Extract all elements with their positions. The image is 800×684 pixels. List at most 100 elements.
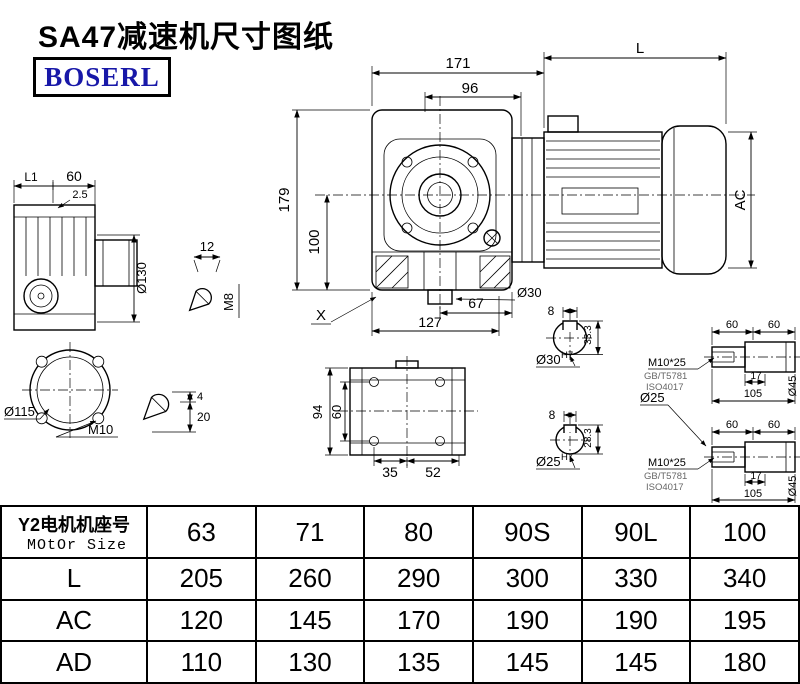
- col-header-71: 71: [254, 505, 366, 559]
- dim-105-label: 105: [744, 388, 762, 400]
- technical-drawing: 171 L 96 179 100 AC Ø30 67 127 X: [4, 40, 800, 503]
- cell-AD-100: 180: [689, 640, 800, 684]
- shaft-large-step: [744, 341, 796, 373]
- label-X: X: [316, 307, 326, 324]
- label-bore-30: Ø30: [536, 352, 561, 367]
- label-bore-25: Ø25: [536, 454, 561, 469]
- cell-AD-63: 110: [146, 640, 257, 684]
- table-row-AD: AD 110 130 135 145 145 180: [0, 640, 800, 684]
- cell-AD-90L: 145: [580, 640, 692, 684]
- plug-shape: [188, 288, 212, 312]
- cell-AC-100: 195: [689, 598, 800, 643]
- dim-17-label: 17: [750, 371, 762, 382]
- row-label-L: L: [0, 557, 148, 601]
- shaft-end-upper: 60 60 17 105 M10*25 GB/T5781 ISO4017 Ø45: [644, 319, 800, 404]
- dim-100-label: 100: [306, 229, 323, 254]
- shaft-section-d30: 8 33.3 Ø30 H7: [536, 304, 603, 368]
- dim-20-label: 20: [197, 410, 211, 424]
- dim-67-label: 67: [468, 295, 484, 311]
- dim-L-label: L: [636, 40, 644, 57]
- col-header-90S: 90S: [471, 505, 583, 559]
- dim-127-label: 127: [418, 314, 442, 330]
- plug-detail-upper: 12 M8: [188, 239, 240, 318]
- row-label-AD: AD: [0, 640, 148, 684]
- shaft-end-lower: 60 60 17 105 M10*25 GB/T5781 ISO4017 Ø45: [644, 419, 800, 503]
- col-header-80: 80: [363, 505, 474, 559]
- dim-35-label: 35: [382, 464, 398, 480]
- bottom-view: 94 60 35 52: [310, 356, 478, 480]
- cell-AC-80: 170: [363, 598, 474, 643]
- dim-105-label: 105: [744, 488, 762, 500]
- plug-shape: [142, 393, 170, 421]
- dim-171-label: 171: [445, 55, 470, 72]
- page-title: SA47减速机尺寸图纸: [38, 21, 335, 54]
- col-header-90L: 90L: [580, 505, 692, 559]
- cell-AC-63: 120: [146, 598, 257, 643]
- dim-8-label: 8: [549, 408, 556, 422]
- dim-60-side-label: 60: [66, 168, 82, 184]
- table-row-AC: AC 120 145 170 190 190 195: [0, 598, 800, 643]
- cell-AD-71: 130: [254, 640, 366, 684]
- label-d45: Ø45: [787, 376, 799, 397]
- motor-flange: [511, 137, 545, 263]
- cell-L-71: 260: [254, 557, 366, 601]
- label-iso-standard: ISO4017: [646, 482, 684, 493]
- cell-L-100: 340: [689, 557, 800, 601]
- dim-60-bottom-label: 60: [329, 405, 344, 419]
- header-motor-size: Y2电机机座号 MOtOr Size: [0, 505, 148, 559]
- cell-AD-80: 135: [363, 640, 474, 684]
- header-en-label: MOtOr Size: [26, 536, 127, 554]
- dim-d130-label: Ø130: [134, 262, 149, 294]
- table-header-row: Y2电机机座号 MOtOr Size 63 71 80 90S 90L 100: [0, 505, 800, 559]
- label-tol-25: H7: [561, 452, 573, 463]
- dim-60b-label: 60: [768, 419, 780, 431]
- cell-L-63: 205: [146, 557, 257, 601]
- plug-detail-lower: 4 20: [142, 391, 211, 433]
- flange-view: Ø115 M10: [4, 342, 118, 438]
- label-M10: M10: [88, 422, 113, 437]
- table-row-L: L 205 260 290 300 330 340: [0, 557, 800, 601]
- label-thread: M10*25: [648, 457, 686, 469]
- cell-L-90L: 330: [580, 557, 692, 601]
- dim-96-label: 96: [462, 80, 479, 97]
- cell-L-80: 290: [363, 557, 474, 601]
- dim-60a-label: 60: [726, 319, 738, 331]
- cell-L-90S: 300: [471, 557, 583, 601]
- dim-4-label: 4: [197, 391, 203, 403]
- cell-AC-90S: 190: [471, 598, 583, 643]
- main-view: 171 L 96 179 100 AC Ø30 67 127 X: [276, 40, 757, 336]
- output-flange-circle: [389, 144, 491, 246]
- shaft-section-d25: 8 28.3 Ø25 H7 Ø25: [536, 390, 707, 470]
- label-M8: M8: [221, 293, 236, 311]
- cell-AC-90L: 190: [580, 598, 692, 643]
- label-thread: M10*25: [648, 357, 686, 369]
- side-view: L1 60 2.5 Ø130: [13, 168, 149, 331]
- dim-52-label: 52: [425, 464, 441, 480]
- label-d45: Ø45: [787, 476, 799, 497]
- label-d30: Ø30: [517, 285, 542, 300]
- dim-60a-label: 60: [726, 419, 738, 431]
- dim-8-label: 8: [548, 304, 555, 318]
- shaft-large-step: [744, 441, 796, 473]
- gearbox-housing: [371, 109, 513, 291]
- label-gb-standard: GB/T5781: [644, 371, 687, 382]
- dim-d115-label: Ø115: [4, 404, 35, 419]
- dim-17-label: 17: [750, 471, 762, 482]
- drain-plug: [483, 229, 501, 247]
- output-shaft-stub: [427, 289, 453, 305]
- cell-AD-90S: 145: [471, 640, 583, 684]
- label-tol-30: H7: [561, 350, 573, 361]
- fan-cowl: [661, 125, 727, 275]
- terminal-box: [547, 115, 579, 133]
- brand-logo: BOSERL: [33, 57, 171, 97]
- dim-94-label: 94: [310, 405, 325, 419]
- row-label-AC: AC: [0, 598, 148, 643]
- col-header-100: 100: [689, 505, 800, 559]
- dim-33-3-label: 33.3: [583, 325, 594, 345]
- cell-AC-71: 145: [254, 598, 366, 643]
- label-gb-standard: GB/T5781: [644, 471, 687, 482]
- side-motor-stub: [94, 239, 138, 287]
- dim-AC-label: AC: [732, 189, 749, 210]
- mounting-face: [349, 367, 466, 456]
